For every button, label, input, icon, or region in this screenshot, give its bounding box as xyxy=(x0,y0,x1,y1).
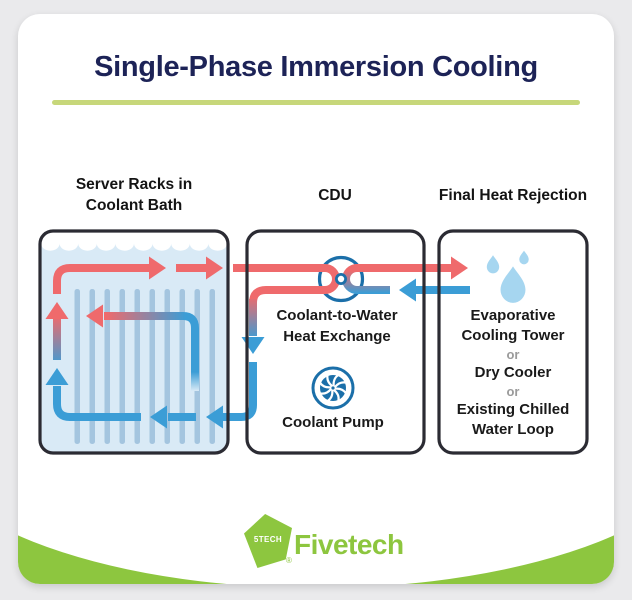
rejection-option: Water Loop xyxy=(472,421,554,438)
tank-header-line1: Server Racks in xyxy=(75,176,193,193)
rejection-option: Cooling Tower xyxy=(461,327,565,344)
rejection-option: Dry Cooler xyxy=(474,364,552,381)
rejection-or: or xyxy=(506,384,520,399)
rejection-options: Evaporative Cooling Tower or Dry Cooler … xyxy=(457,306,570,440)
tank-header-line2: Coolant Bath xyxy=(85,197,183,214)
rejection-option: Evaporative xyxy=(470,307,556,324)
rejection-header: Final Heat Rejection xyxy=(438,187,588,204)
rejection-option: Existing Chilled xyxy=(456,401,570,418)
heat-exchange-label: Coolant-to-Water Heat Exchange xyxy=(276,305,397,347)
registered-mark: ® xyxy=(286,556,292,565)
rejection-or: or xyxy=(506,347,520,362)
tank-header: Server Racks in Coolant Bath xyxy=(76,174,192,216)
page-title: Single-Phase Immersion Cooling xyxy=(94,51,538,83)
cdu-header: CDU xyxy=(318,187,352,204)
heat-exchange-label-line1: Coolant-to-Water xyxy=(276,307,398,324)
title-underline xyxy=(52,100,580,105)
heat-exchange-label-line2: Heat Exchange xyxy=(283,328,391,345)
pump-label: Coolant Pump xyxy=(282,414,384,431)
logo-badge-text: 5TECH xyxy=(253,535,283,544)
brand-name: Fivetech xyxy=(294,529,404,560)
